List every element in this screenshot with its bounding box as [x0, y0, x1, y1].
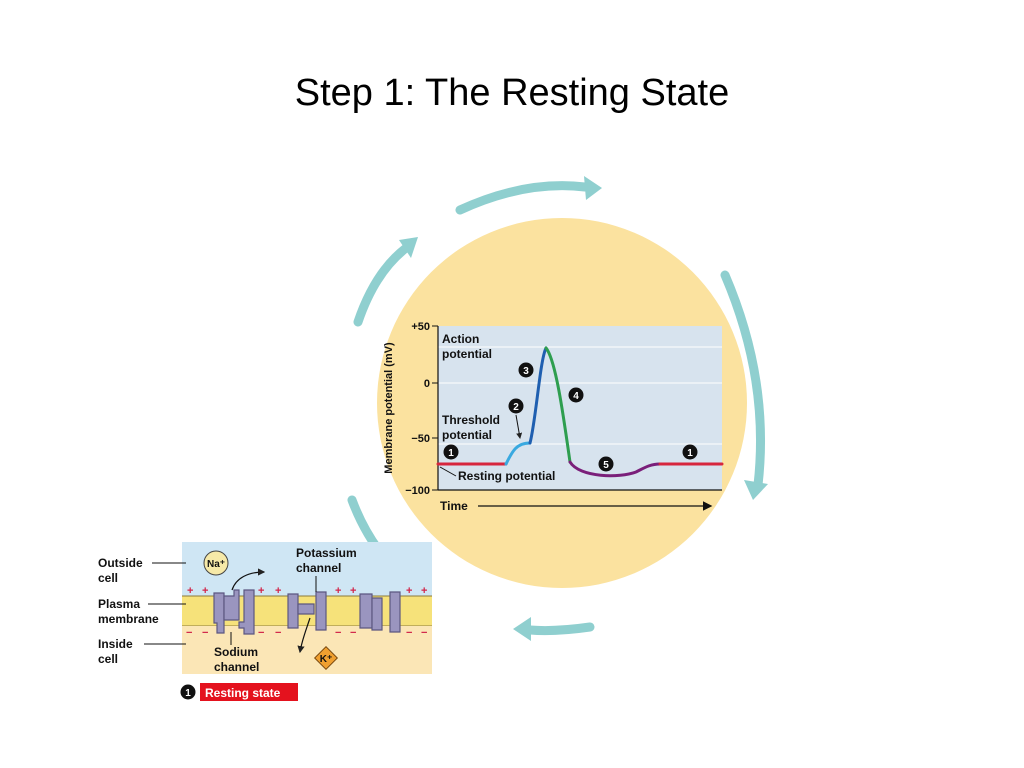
y-tick-minus50: −50	[411, 433, 430, 445]
potassium-channel-left	[287, 593, 299, 629]
membrane-panel: + + + + + + + + − − − − − − − −	[98, 542, 432, 674]
potassium-ion: K⁺	[313, 645, 339, 671]
cycle-arrow-right	[720, 270, 766, 490]
potassium-flow-arrow	[297, 617, 311, 654]
channel-protein-3	[359, 593, 373, 629]
label-inside-cell-line1: Inside	[98, 637, 133, 651]
cycle-arrow-bottom	[525, 622, 595, 636]
svg-text:3: 3	[523, 366, 529, 377]
channel-protein-5	[389, 591, 401, 633]
y-tick-minus100: −100	[405, 485, 430, 497]
marker-1-left: 1	[443, 444, 459, 460]
charge-minus: −	[421, 627, 427, 639]
sodium-ion: Na⁺	[203, 550, 229, 576]
marker-2: 2	[508, 398, 524, 414]
label-outside-cell-line2: cell	[98, 571, 118, 585]
y-tick-plus50: +50	[411, 321, 430, 333]
svg-text:4: 4	[573, 391, 579, 402]
svg-text:2: 2	[513, 402, 519, 413]
cycle-arrowhead-bottom	[513, 617, 531, 641]
label-potassium-channel-line2: channel	[296, 561, 341, 575]
label-plasma-membrane-line1: Plasma	[98, 597, 140, 611]
cycle-arrowhead-right	[744, 480, 768, 500]
charge-plus: +	[350, 585, 356, 597]
x-axis-label: Time	[440, 499, 468, 513]
cycle-arrow-top	[455, 181, 590, 215]
charge-plus: +	[187, 585, 193, 597]
svg-text:K⁺: K⁺	[320, 654, 333, 665]
charge-minus: −	[186, 627, 192, 639]
trace-undershoot	[568, 460, 662, 478]
action-potential-graph: +50 0 −50 −100 Membrane potential (mV) T…	[383, 321, 724, 513]
label-sodium-channel-line2: channel	[214, 660, 259, 674]
label-potassium-channel-line1: Potassium	[296, 546, 357, 560]
state-label-background	[200, 683, 298, 701]
intracellular-region	[182, 626, 432, 674]
marker-1-right: 1	[682, 444, 698, 460]
threshold-pointer	[515, 414, 523, 439]
charge-minus: −	[258, 627, 264, 639]
y-axis-label: Membrane potential (mV)	[383, 342, 395, 474]
y-tick-0: 0	[424, 378, 430, 390]
svg-text:1: 1	[687, 448, 693, 459]
sodium-channel-gate	[223, 589, 240, 621]
charge-plus: +	[335, 585, 341, 597]
charge-plus: +	[421, 585, 427, 597]
label-plasma-membrane-line2: membrane	[98, 612, 159, 626]
marker-4: 4	[568, 387, 584, 403]
svg-text:5: 5	[603, 460, 609, 471]
cycle-arrow-upper-left	[353, 243, 411, 327]
charge-minus: −	[406, 627, 412, 639]
potassium-channel-bar	[297, 603, 315, 615]
label-threshold-line1: Threshold	[442, 413, 500, 427]
cycle-arrowhead-top	[584, 176, 602, 200]
trace-depolarizing	[504, 441, 532, 466]
trace-falling-phase	[544, 346, 572, 464]
state-caption: 1 Resting state	[180, 683, 298, 701]
label-outside-cell-line1: Outside	[98, 556, 143, 570]
charge-minus: −	[202, 627, 208, 639]
charge-minus: −	[350, 627, 356, 639]
charge-plus: +	[275, 585, 281, 597]
trace-rising-phase	[528, 346, 548, 445]
svg-text:1: 1	[448, 448, 454, 459]
sodium-channel-left	[213, 592, 225, 634]
state-number: 1	[185, 688, 191, 699]
label-sodium-channel-line1: Sodium	[214, 645, 258, 659]
sodium-flow-arrow	[231, 568, 266, 591]
charge-minus: −	[335, 627, 341, 639]
sodium-channel-right	[238, 589, 255, 635]
resting-pointer-line	[439, 466, 457, 477]
label-action-potential-line1: Action	[442, 332, 479, 346]
charge-plus: +	[202, 585, 208, 597]
state-label-text: Resting state	[205, 686, 281, 700]
state-number-badge	[180, 684, 196, 700]
label-threshold-line2: potential	[442, 428, 492, 442]
charge-minus: −	[275, 627, 281, 639]
marker-5: 5	[598, 456, 614, 472]
cycle-arrowhead-upper-left	[399, 237, 418, 258]
charge-plus: +	[258, 585, 264, 597]
svg-text:Na⁺: Na⁺	[207, 559, 225, 570]
marker-3: 3	[518, 362, 534, 378]
slide-title: Step 1: The Resting State	[294, 72, 730, 114]
label-inside-cell-line2: cell	[98, 652, 118, 666]
channel-protein-4	[371, 597, 383, 631]
charge-plus: +	[406, 585, 412, 597]
label-resting-potential: Resting potential	[458, 469, 555, 483]
label-action-potential-line2: potential	[442, 347, 492, 361]
potassium-channel-right	[315, 591, 327, 631]
